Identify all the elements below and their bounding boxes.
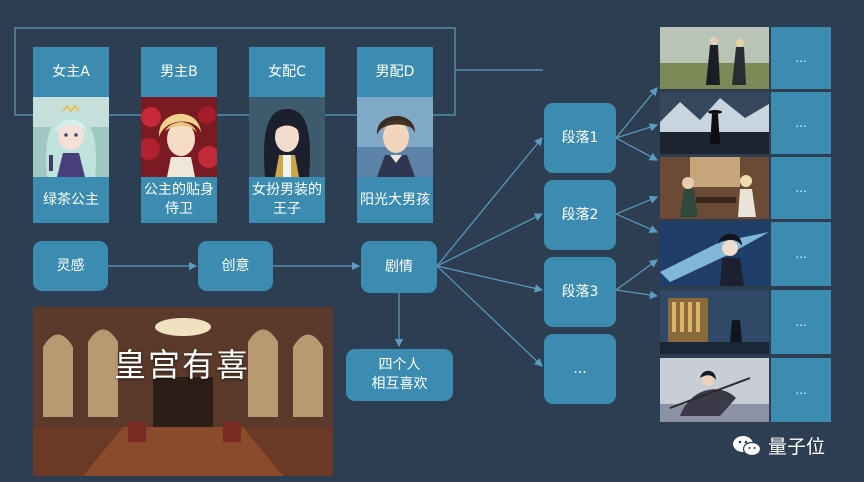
arrow-plot-p2	[436, 213, 544, 267]
arrow-plot-p1	[436, 137, 543, 267]
role-label-b: 男主B	[141, 47, 217, 97]
character-portrait-a	[33, 97, 109, 177]
character-portrait-d	[357, 97, 433, 177]
idea-box: 创意	[198, 241, 273, 291]
plot-box: 剧情	[361, 241, 437, 293]
role-desc-c: 女扮男装的王子	[249, 177, 325, 223]
plot-note-box: 四个人 相互喜欢	[346, 349, 453, 401]
output-image-6	[660, 358, 769, 422]
character-portrait-b	[141, 97, 217, 177]
output-ellipsis-2: ...	[771, 92, 831, 154]
wechat-icon	[733, 435, 762, 456]
character-portrait-c	[249, 97, 325, 177]
output-image-2	[660, 92, 769, 154]
scene-title: 皇宫有喜	[113, 346, 250, 384]
output-image-1	[660, 27, 769, 89]
output-ellipsis-6: ...	[771, 358, 831, 422]
paragraph-2: 段落2	[544, 180, 616, 250]
output-image-3	[660, 157, 769, 219]
paragraph-4: ...	[544, 334, 616, 404]
output-ellipsis-5: ...	[771, 290, 831, 354]
role-desc-a: 绿茶公主	[33, 177, 109, 223]
watermark-text: 量子位	[768, 436, 826, 458]
role-label-c: 女配C	[249, 47, 325, 97]
output-ellipsis-4: ...	[771, 222, 831, 286]
role-label-a: 女主A	[33, 47, 109, 97]
output-image-4	[660, 222, 769, 286]
paragraph-1: 段落1	[544, 103, 616, 173]
character-frame-line	[14, 27, 543, 116]
role-label-d: 男配D	[357, 47, 433, 97]
output-ellipsis-1: ...	[771, 27, 831, 89]
arrow-plot-p3	[436, 265, 544, 293]
role-desc-d: 阳光大男孩	[357, 177, 433, 223]
output-image-5	[660, 290, 769, 354]
watermark: 量子位	[732, 432, 825, 459]
output-ellipsis-3: ...	[771, 157, 831, 219]
arrow-plot-p4	[436, 265, 543, 367]
inspiration-box: 灵感	[33, 241, 108, 291]
role-desc-b: 公主的贴身侍卫	[141, 177, 217, 223]
palace-scene-image	[33, 307, 333, 476]
paragraph-3: 段落3	[544, 257, 616, 327]
